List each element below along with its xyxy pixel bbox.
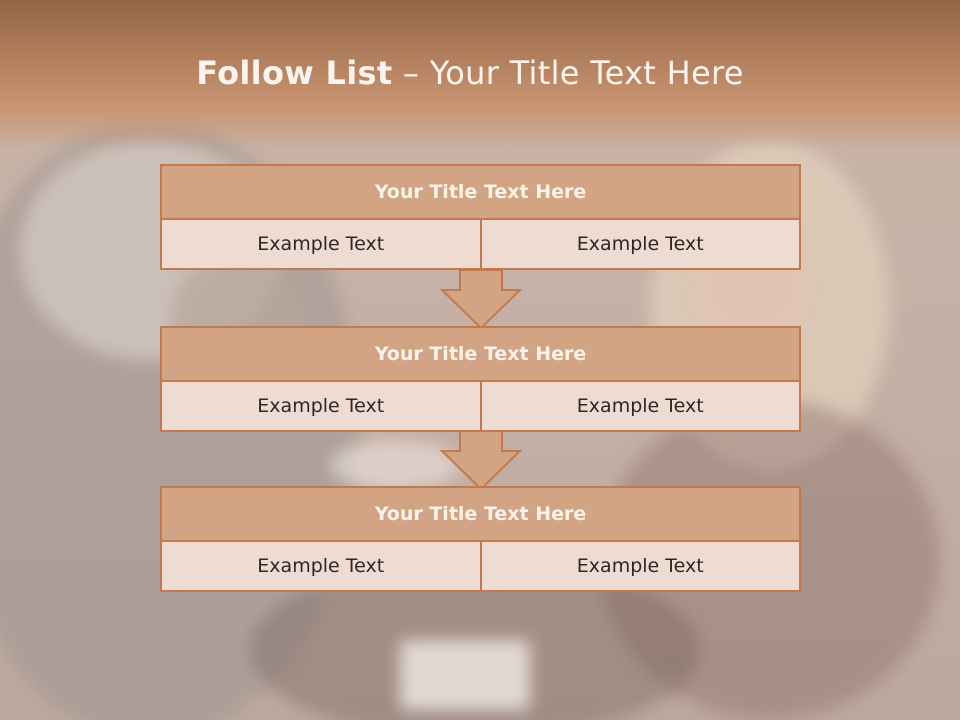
step-1-row: Example Text Example Text [160,220,801,270]
slide-title-rest: – Your Title Text Here [392,54,744,92]
slide-title-bold: Follow List [196,54,393,92]
step-3-left-text: Example Text [160,542,482,592]
step-1-title: Your Title Text Here [160,164,801,220]
step-2-left-text: Example Text [160,382,482,432]
step-2-row: Example Text Example Text [160,382,801,432]
step-3-right-text: Example Text [481,542,801,592]
step-3-title: Your Title Text Here [160,486,801,542]
down-arrow-icon [440,270,522,330]
step-3-row: Example Text Example Text [160,542,801,592]
step-2: Your Title Text Here Example Text Exampl… [160,326,801,432]
step-1-right-text: Example Text [481,220,801,270]
step-1: Your Title Text Here Example Text Exampl… [160,164,801,270]
header-band [0,0,960,150]
step-1-left-text: Example Text [160,220,482,270]
down-arrow-icon [440,431,522,491]
step-3: Your Title Text Here Example Text Exampl… [160,486,801,592]
slide-title: Follow List – Your Title Text Here [0,54,940,92]
step-2-title: Your Title Text Here [160,326,801,382]
step-2-right-text: Example Text [481,382,801,432]
